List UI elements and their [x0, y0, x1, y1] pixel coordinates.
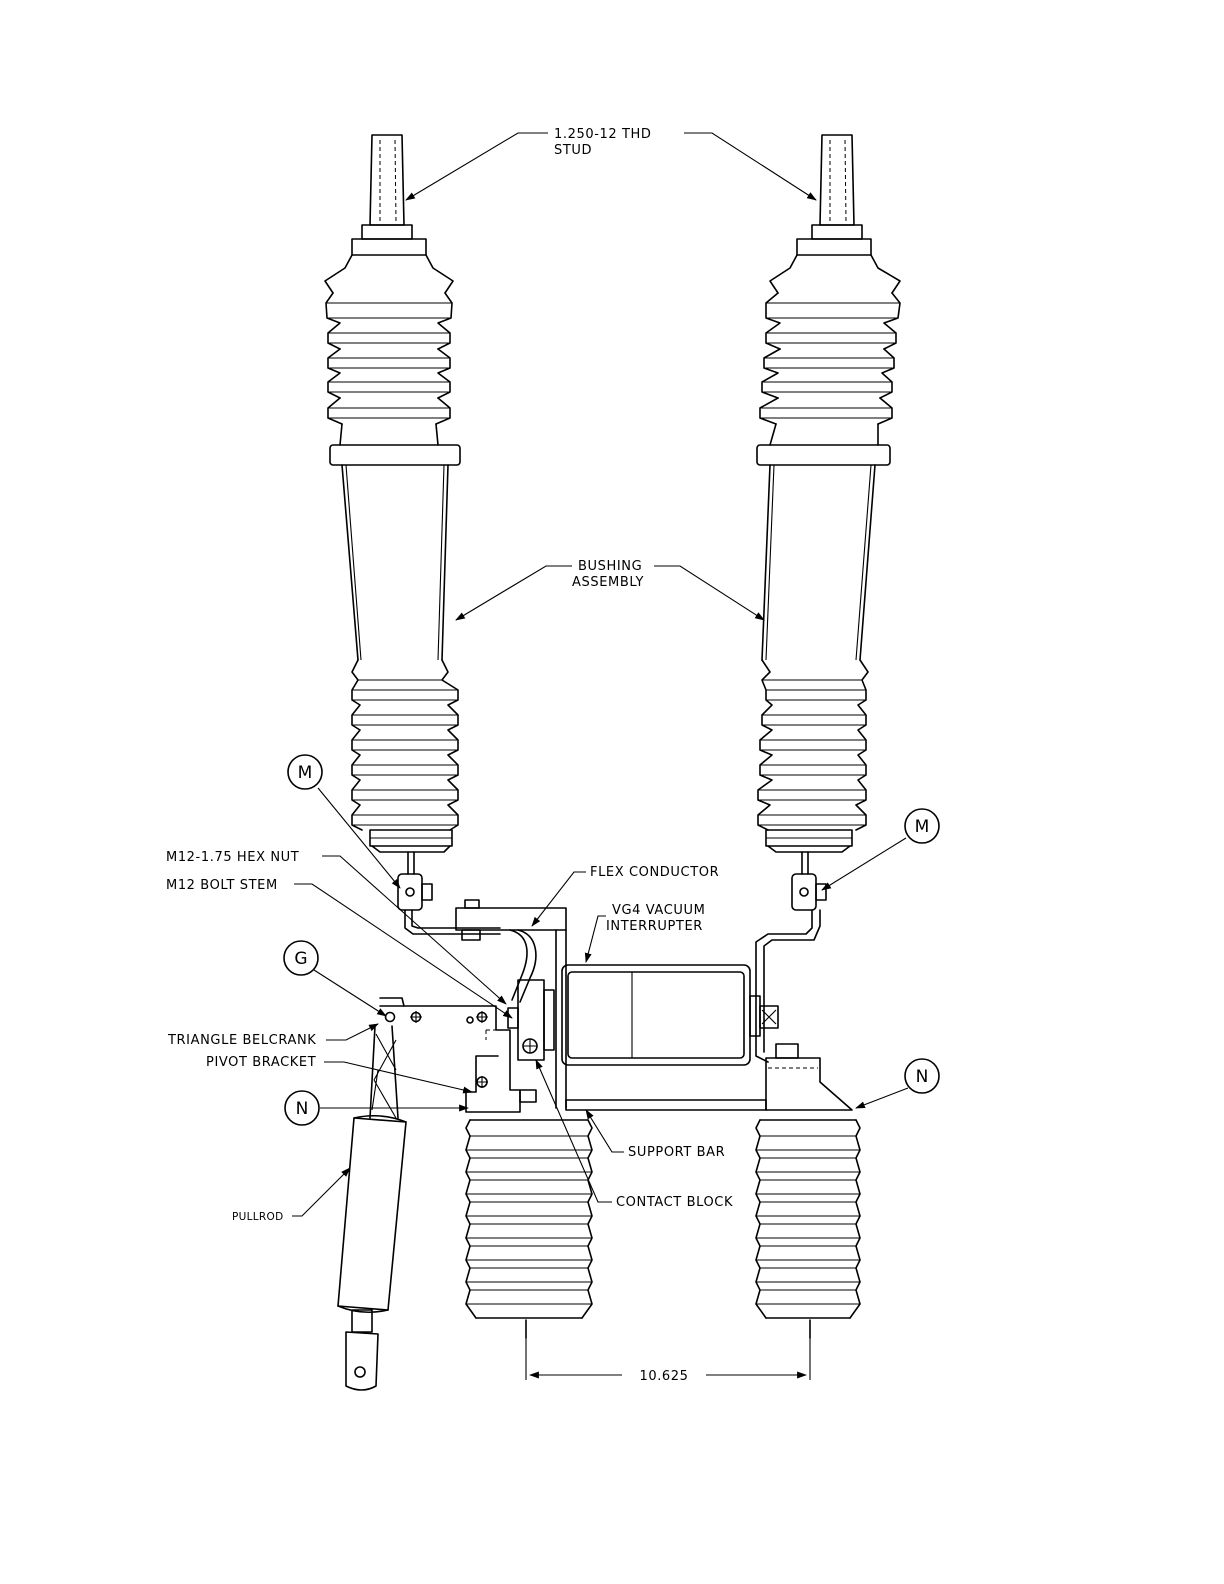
callout-n-right: N: [905, 1059, 939, 1093]
svg-text:M: M: [298, 763, 313, 783]
label-pullrod: PULLROD: [232, 1211, 283, 1223]
right-base-housing: [766, 1058, 852, 1110]
callout-m-left: M: [288, 755, 322, 789]
right-lower-sheds: [758, 660, 868, 852]
svg-text:M: M: [915, 817, 930, 837]
svg-text:G: G: [294, 949, 307, 969]
left-terminal-lug: [398, 852, 432, 910]
right-bushing-body: [762, 465, 875, 660]
vacuum-interrupter: [562, 965, 778, 1065]
label-hex-nut: M12-1.75 HEX NUT: [166, 850, 299, 865]
support-bar: [566, 1100, 766, 1110]
label-support-bar: SUPPORT BAR: [628, 1145, 725, 1160]
callout-m-right: M: [905, 809, 939, 843]
left-bushing-body: [342, 465, 448, 660]
right-bushing-assembly: [757, 135, 900, 910]
callout-g: G: [284, 941, 318, 975]
label-triangle-belcrank: TRIANGLE BELCRANK: [167, 1033, 316, 1048]
svg-text:N: N: [916, 1067, 929, 1087]
right-upper-sheds: [757, 255, 900, 465]
label-bushing-line2: ASSEMBLY: [572, 575, 644, 590]
left-lower-sheds: [352, 660, 458, 852]
label-vacuum-line2: INTERRUPTER: [606, 919, 703, 934]
leader-lines: [292, 133, 908, 1216]
right-conductor-strap: [756, 910, 820, 1062]
label-pivot-bracket: PIVOT BRACKET: [206, 1055, 316, 1070]
label-flex-conductor: FLEX CONDUCTOR: [590, 865, 719, 880]
flex-conductor: [456, 900, 566, 1108]
pullrod: [338, 1116, 406, 1390]
label-stud-line2: STUD: [554, 143, 592, 158]
label-vacuum-line1: VG4 VACUUM: [612, 903, 705, 918]
right-terminal-lug: [792, 852, 826, 910]
dimension-spacing: 10.625: [526, 1338, 810, 1384]
left-bellows-insulator: [466, 1120, 592, 1338]
label-bolt-stem: M12 BOLT STEM: [166, 878, 278, 893]
label-contact-block: CONTACT BLOCK: [616, 1195, 733, 1210]
label-stud-line1: 1.250-12 THD: [554, 127, 652, 142]
right-bellows-insulator: [756, 1120, 860, 1338]
callout-n-left: N: [285, 1091, 319, 1125]
svg-text:N: N: [296, 1099, 309, 1119]
belcrank-housing: [380, 998, 536, 1112]
label-bushing-line1: BUSHING: [578, 559, 642, 574]
dimension-value: 10.625: [639, 1369, 688, 1384]
pullrod-linkage: [370, 1026, 398, 1118]
left-upper-sheds: [325, 255, 460, 465]
left-bushing-assembly: [325, 135, 460, 910]
